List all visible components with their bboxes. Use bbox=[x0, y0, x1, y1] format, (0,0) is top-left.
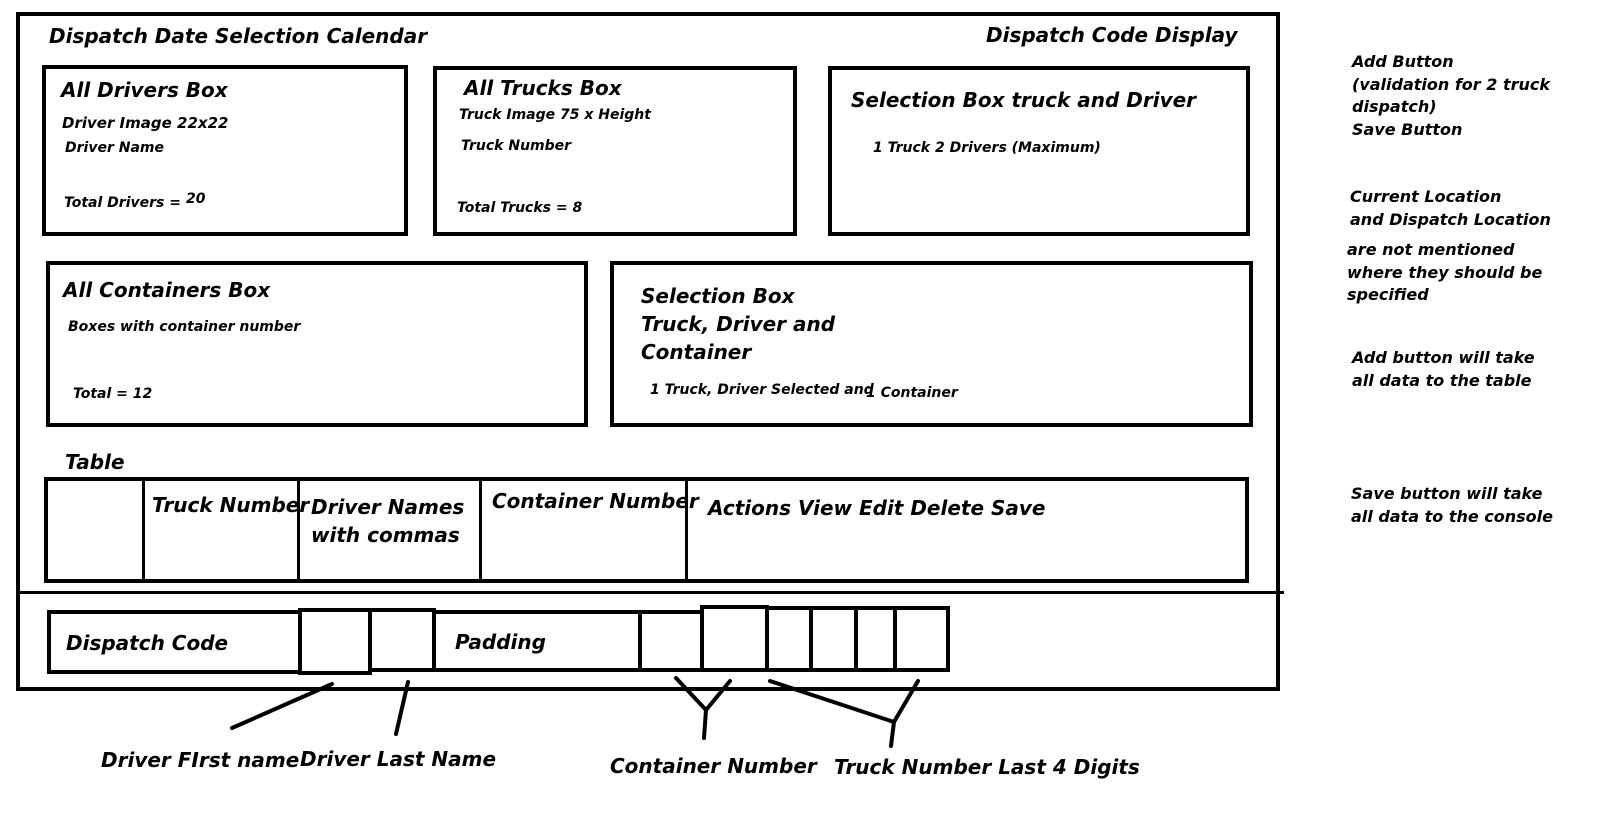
selection-all-note-b: 1 Container bbox=[866, 385, 958, 401]
selection-all-title-3: Container bbox=[641, 340, 752, 364]
side-note-save-take-1: Save button will take bbox=[1351, 484, 1543, 503]
side-note-location-2: and Dispatch Location bbox=[1350, 210, 1551, 229]
selection-box-truck-driver[interactable]: Selection Box truck and Driver 1 Truck 2… bbox=[828, 66, 1250, 236]
annotation-driver-last-name: Driver Last Name bbox=[300, 747, 497, 771]
dispatch-code-label: Dispatch Code bbox=[66, 631, 229, 655]
side-note-add-take-2: all data to the table bbox=[1352, 371, 1532, 390]
table-header-truck-number: Truck Number bbox=[152, 493, 310, 517]
connector-driver-first bbox=[230, 682, 334, 730]
dispatch-table[interactable]: Truck Number Driver Names with commas Co… bbox=[44, 477, 1249, 583]
annotation-driver-first-name: Driver FIrst name bbox=[101, 748, 300, 772]
dispatch-code-display: Dispatch Code Display bbox=[986, 23, 1238, 47]
total-drivers-label: Total Drivers = bbox=[64, 195, 181, 211]
connector-driver-last bbox=[394, 680, 410, 736]
table-label: Table bbox=[65, 450, 125, 474]
side-note-location-1: Current Location bbox=[1350, 187, 1502, 206]
annotation-truck-last-4: Truck Number Last 4 Digits bbox=[834, 755, 1140, 779]
truck-number-note: Truck Number bbox=[461, 138, 572, 154]
containers-total: Total = 12 bbox=[73, 386, 153, 402]
table-col-truck-number: Truck Number bbox=[142, 481, 309, 579]
annotation-container-number: Container Number bbox=[610, 754, 817, 778]
connector-container-stem bbox=[702, 708, 708, 740]
total-drivers-value: 20 bbox=[186, 191, 206, 207]
code-truck-digit-4 bbox=[893, 606, 950, 672]
selection-all-title-1: Selection Box bbox=[641, 284, 795, 308]
outer-frame bbox=[16, 12, 1280, 691]
selection-truck-driver-note: 1 Truck 2 Drivers (Maximum) bbox=[873, 140, 1101, 156]
containers-note: Boxes with container number bbox=[68, 319, 301, 335]
selection-box-truck-driver-container[interactable]: Selection Box Truck, Driver and Containe… bbox=[610, 261, 1253, 427]
all-containers-box[interactable]: All Containers Box Boxes with container … bbox=[46, 261, 588, 427]
side-note-location-3: are not mentioned bbox=[1347, 240, 1515, 259]
table-col-driver-names: Driver Names with commas bbox=[297, 481, 479, 579]
section-divider bbox=[16, 591, 1284, 594]
trucks-box-title: All Trucks Box bbox=[464, 76, 622, 100]
driver-image-note: Driver Image 22x22 bbox=[62, 114, 229, 132]
connector-truck bbox=[768, 679, 920, 725]
side-note-save-button: Save Button bbox=[1352, 120, 1463, 139]
padding-label: Padding bbox=[455, 630, 546, 654]
side-note-add-button-1: Add Button bbox=[1352, 52, 1454, 71]
all-trucks-box[interactable]: All Trucks Box Truck Image 75 x Height T… bbox=[433, 66, 797, 236]
containers-box-title: All Containers Box bbox=[63, 278, 271, 302]
table-col-actions: Actions View Edit Delete Save bbox=[685, 481, 1245, 579]
drivers-box-title: All Drivers Box bbox=[61, 78, 228, 102]
driver-name-note: Driver Name bbox=[65, 140, 164, 156]
table-header-actions[interactable]: Actions View Edit Delete Save bbox=[708, 496, 1046, 520]
dispatch-date-calendar[interactable]: Dispatch Date Selection Calendar bbox=[49, 24, 428, 48]
selection-all-title-2: Truck, Driver and bbox=[641, 312, 836, 336]
selection-all-note-a: 1 Truck, Driver Selected and bbox=[650, 382, 874, 398]
side-note-add-button-3: dispatch) bbox=[1352, 97, 1437, 116]
all-drivers-box[interactable]: All Drivers Box Driver Image 22x22 Drive… bbox=[42, 65, 408, 236]
table-col-container-number: Container Number bbox=[479, 481, 699, 579]
side-note-add-take-1: Add button will take bbox=[1352, 348, 1535, 367]
connector-container bbox=[674, 676, 732, 714]
side-note-add-button-2: (validation for 2 truck bbox=[1352, 75, 1551, 94]
table-header-container-number: Container Number bbox=[492, 489, 699, 513]
table-header-driver-names: Driver Names with commas bbox=[311, 495, 465, 547]
side-note-location-5: specified bbox=[1347, 285, 1429, 304]
side-note-location-4: where they should be bbox=[1347, 263, 1543, 282]
connector-truck-stem bbox=[889, 720, 896, 748]
side-note-save-take-2: all data to the console bbox=[1351, 507, 1553, 526]
truck-image-note: Truck Image 75 x Height bbox=[459, 107, 651, 123]
total-trucks: Total Trucks = 8 bbox=[457, 200, 583, 216]
selection-truck-driver-title: Selection Box truck and Driver bbox=[851, 88, 1197, 112]
